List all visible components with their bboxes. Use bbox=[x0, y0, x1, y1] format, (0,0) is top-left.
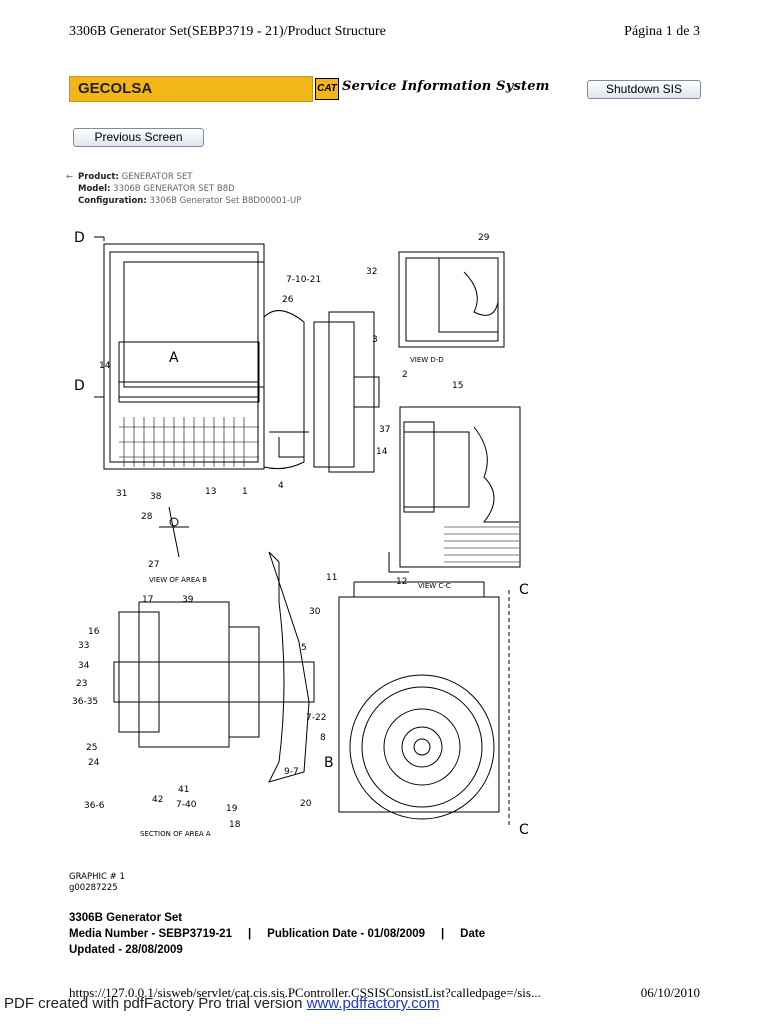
callout-label: 32 bbox=[366, 267, 377, 277]
callout-label: 33 bbox=[78, 641, 89, 651]
callout-label: 8 bbox=[320, 733, 326, 743]
callout-label: 31 bbox=[116, 489, 127, 499]
publication-title: 3306B Generator Set bbox=[69, 912, 183, 924]
model-value: 3306B GENERATOR SET B8D bbox=[113, 184, 235, 194]
callout-label: 25 bbox=[86, 743, 97, 753]
callout-label: 19 bbox=[226, 804, 238, 814]
graphic-id: g00287225 bbox=[69, 883, 118, 893]
callout-label: 2 bbox=[402, 370, 408, 380]
callout-label: 17 bbox=[142, 595, 153, 605]
drawing-label: C bbox=[519, 822, 529, 838]
pdf-watermark: PDF created with pdfFactory Pro trial ve… bbox=[4, 995, 439, 1012]
view-caption: SECTION OF AREA A bbox=[140, 830, 211, 838]
publication-updated: Updated - 28/08/2009 bbox=[69, 944, 183, 956]
configuration-value: 3306B Generator Set B8D00001-UP bbox=[149, 196, 302, 206]
view-caption: VIEW OF AREA B bbox=[149, 576, 207, 584]
callout-label: 36-6 bbox=[84, 801, 105, 811]
callout-label: 37 bbox=[379, 425, 390, 435]
drawing-label: D bbox=[74, 378, 85, 394]
shutdown-sis-button[interactable]: Shutdown SIS bbox=[587, 80, 701, 99]
dealer-logo: GECOLSA bbox=[69, 76, 313, 102]
callout-label: 11 bbox=[326, 573, 337, 583]
system-title: Service Information System bbox=[342, 79, 550, 94]
footer-url: https://127.0.0.1/sisweb/servlet/cat.cis… bbox=[69, 985, 541, 1000]
callout-label: 20 bbox=[300, 799, 312, 809]
callout-label: 18 bbox=[229, 820, 241, 830]
callout-label: 13 bbox=[205, 487, 216, 497]
callout-label: 39 bbox=[182, 595, 194, 605]
callout-label: 26 bbox=[282, 295, 294, 305]
callout-label: 12 bbox=[396, 577, 407, 587]
callout-label: 36-35 bbox=[72, 697, 98, 707]
callout-label: 3 bbox=[372, 335, 378, 345]
callout-label: 7-40 bbox=[176, 800, 197, 810]
view-caption: VIEW C-C bbox=[418, 582, 451, 590]
graphic-info: GRAPHIC # 1 g00287225 bbox=[69, 872, 125, 894]
callout-label: 7-22 bbox=[306, 713, 326, 723]
callout-label: 34 bbox=[78, 661, 90, 671]
callout-label: 28 bbox=[141, 512, 153, 522]
callout-label: 5 bbox=[301, 643, 307, 653]
callout-label: 15 bbox=[452, 381, 463, 391]
footer-date: 06/10/2010 bbox=[640, 985, 700, 1000]
previous-screen-button[interactable]: Previous Screen bbox=[73, 128, 204, 147]
graphic-number: GRAPHIC # 1 bbox=[69, 872, 125, 882]
pdf-note-text: PDF created with pdfFactory Pro trial ve… bbox=[4, 995, 307, 1012]
callout-label: 42 bbox=[152, 795, 163, 805]
callout-label: 24 bbox=[88, 758, 100, 768]
page-indicator: Página 1 de 3 bbox=[624, 24, 700, 39]
product-value: GENERATOR SET bbox=[121, 172, 193, 182]
sis-banner: GECOLSA CAT Service Information System S… bbox=[69, 76, 701, 102]
view-caption: VIEW D-D bbox=[410, 356, 444, 364]
callout-label: 41 bbox=[178, 785, 189, 795]
document-title: 3306B Generator Set(SEBP3719 - 21)/Produ… bbox=[69, 24, 386, 39]
callout-label: 9-7 bbox=[284, 767, 299, 777]
callout-label: 30 bbox=[309, 607, 321, 617]
publication-info: 3306B Generator Set Media Number - SEBP3… bbox=[69, 910, 539, 958]
callout-label: 29 bbox=[478, 233, 490, 243]
callout-label: 16 bbox=[88, 627, 100, 637]
callout-label: 4 bbox=[278, 481, 284, 491]
model-label: Model: bbox=[78, 184, 111, 194]
configuration-label: Configuration: bbox=[78, 196, 147, 206]
callout-label: 7-10-21 bbox=[286, 275, 321, 285]
callout-label: 14 bbox=[99, 361, 111, 371]
callout-label: 14 bbox=[376, 447, 388, 457]
drawing-label: D bbox=[74, 230, 85, 246]
callout-label: 23 bbox=[76, 679, 87, 689]
pdffactory-link[interactable]: www.pdffactory.com bbox=[306, 995, 440, 1012]
drawing-label: A bbox=[169, 350, 179, 366]
callout-label: 1 bbox=[242, 487, 248, 497]
publication-media: Media Number - SEBP3719-21 | Publication… bbox=[69, 928, 486, 940]
callout-label: 38 bbox=[150, 492, 162, 502]
collapse-arrow-icon[interactable]: ← bbox=[66, 172, 74, 182]
drawing-label: B bbox=[324, 755, 334, 771]
cat-logo-icon: CAT bbox=[315, 78, 339, 100]
drawing-label: C bbox=[519, 582, 529, 598]
callout-label: 27 bbox=[148, 560, 159, 570]
parts-illustration[interactable]: D D C C A B 29 32 7-10-21 26 3 2 14 15 3… bbox=[64, 222, 534, 842]
product-info: ← Product: GENERATOR SET Model: 3306B GEN… bbox=[66, 171, 301, 207]
product-label: Product: bbox=[78, 172, 119, 182]
